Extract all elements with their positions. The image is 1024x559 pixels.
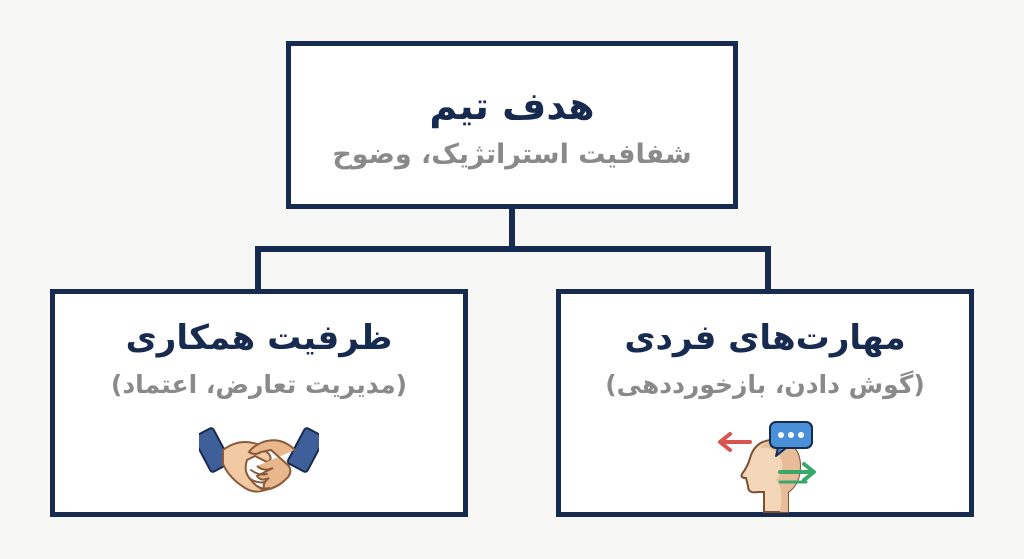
handshake-icon bbox=[192, 420, 326, 502]
child-node-collaboration-subtitle: (مدیریت تعارض، اعتماد) bbox=[110, 370, 408, 399]
root-node-box: هدف تیم شفافیت استراتژیک، وضوح bbox=[286, 41, 738, 209]
child-node-skills-title: مهارت‌های فردی bbox=[624, 318, 906, 358]
child-node-skills-subtitle: (گوش دادن، بازخورددهی) bbox=[605, 370, 925, 399]
connector-vertical-left bbox=[255, 246, 261, 291]
connector-vertical-root bbox=[509, 209, 515, 249]
connector-horizontal bbox=[255, 246, 771, 252]
child-node-collaboration-box: ظرفیت همکاری (مدیریت تعارض، اعتماد) bbox=[50, 289, 468, 517]
head-communication-icon bbox=[710, 420, 820, 520]
child-node-skills-box: مهارت‌های فردی (گوش دادن، بازخورددهی) bbox=[556, 289, 974, 517]
root-node-subtitle: شفافیت استراتژیک، وضوح bbox=[332, 139, 692, 170]
child-node-collaboration-title: ظرفیت همکاری bbox=[125, 318, 393, 358]
connector-vertical-right bbox=[765, 246, 771, 291]
root-node-title: هدف تیم bbox=[429, 84, 595, 128]
